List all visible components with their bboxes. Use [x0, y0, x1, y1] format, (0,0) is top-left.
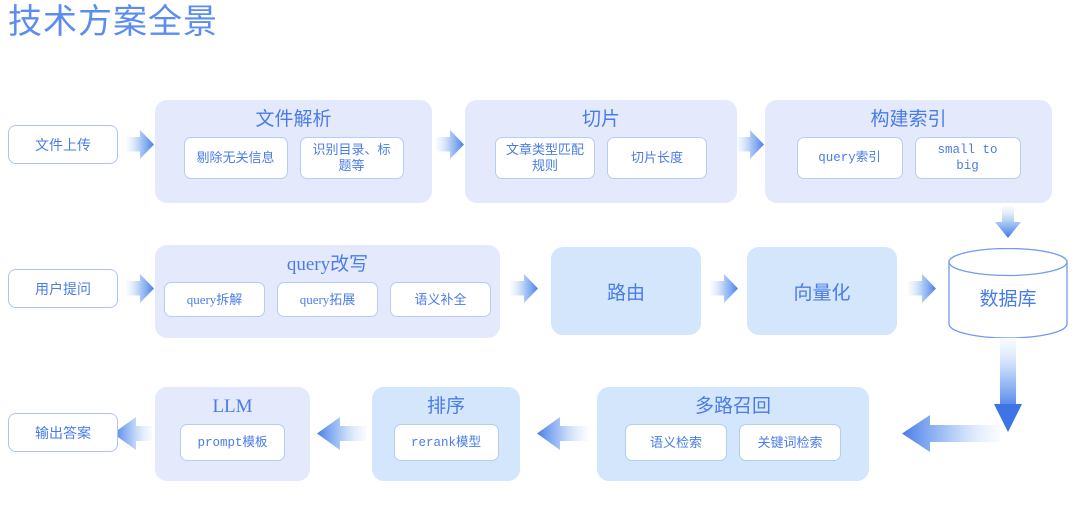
entry-user-question-label: 用户提问	[35, 282, 91, 298]
chip-query-expand[interactable]: query拓展	[277, 282, 378, 317]
arrow-chunk-to-index	[736, 130, 764, 159]
arrow-database-to-recall	[902, 338, 1022, 452]
chip-rerank-model[interactable]: rerank模型	[393, 424, 499, 461]
chip-small-to-big-label: small to big	[937, 143, 998, 173]
database-cylinder-shape	[948, 247, 1068, 339]
stage-build-index: 构建索引 query索引 small to big	[765, 100, 1052, 203]
entry-user-question[interactable]: 用户提问	[8, 269, 118, 308]
chip-query-expand-label: query拓展	[299, 291, 356, 307]
stage-build-index-chips: query索引 small to big	[796, 137, 1021, 179]
stage-query-rewrite: query改写 query拆解 query拓展 语义补全	[155, 245, 500, 338]
chip-rerank-model-label: rerank模型	[410, 435, 481, 450]
chip-query-index[interactable]: query索引	[796, 137, 903, 179]
stage-rank: 排序 rerank模型	[372, 387, 520, 481]
stage-vectorize: 向量化	[747, 247, 897, 335]
database-label: 数据库	[979, 289, 1037, 310]
database-cylinder: 数据库	[946, 247, 1070, 339]
stage-chunking-chips: 文章类型匹配规则 切片长度	[495, 137, 707, 179]
chip-semantic-completion[interactable]: 语义补全	[390, 282, 491, 317]
page-title: 技术方案全景	[8, 4, 218, 41]
arrow-parse-to-chunk	[436, 130, 464, 159]
arrow-vectorize-to-database	[908, 274, 936, 303]
exit-output-answer-label: 输出答案	[35, 426, 91, 442]
stage-rank-chips: rerank模型	[393, 424, 499, 461]
stage-multi-recall: 多路召回 语义检索 关键词检索	[597, 387, 869, 481]
arrow-index-to-database	[995, 206, 1021, 238]
chip-keyword-retrieval-label: 关键词检索	[757, 434, 823, 450]
stage-multi-recall-chips: 语义检索 关键词检索	[625, 424, 841, 461]
entry-file-upload-label: 文件上传	[35, 138, 91, 154]
exit-output-answer[interactable]: 输出答案	[8, 413, 118, 452]
chip-article-type-rule-label: 文章类型匹配规则	[506, 142, 585, 173]
chip-semantic-retrieval[interactable]: 语义检索	[625, 424, 727, 461]
stage-build-index-title: 构建索引	[870, 109, 947, 130]
stage-routing-label: 路由	[606, 282, 645, 304]
arrow-route-to-vectorize	[710, 274, 738, 303]
stage-routing: 路由	[551, 247, 701, 335]
chip-chunk-length[interactable]: 切片长度	[607, 137, 707, 179]
chip-article-type-rule[interactable]: 文章类型匹配规则	[495, 137, 595, 179]
stage-rank-title: 排序	[426, 396, 465, 417]
arrow-rewrite-to-route	[510, 274, 538, 303]
chip-query-decompose-label: query拆解	[186, 291, 243, 307]
stage-llm: LLM prompt模板	[155, 387, 310, 481]
chip-identify-toc-heading[interactable]: 识别目录、标题等	[299, 137, 404, 179]
arrow-llm-to-output	[113, 417, 152, 450]
arrow-question-to-rewrite	[126, 274, 154, 303]
chip-keyword-retrieval[interactable]: 关键词检索	[739, 424, 841, 461]
stage-multi-recall-title: 多路召回	[694, 396, 771, 417]
stage-query-rewrite-chips: query拆解 query拓展 语义补全	[164, 282, 491, 317]
chip-remove-irrelevant[interactable]: 剔除无关信息	[183, 137, 288, 179]
chip-semantic-retrieval-label: 语义检索	[649, 434, 702, 450]
chip-chunk-length-label: 切片长度	[630, 150, 683, 165]
stage-file-parse-title: 文件解析	[255, 109, 332, 130]
stage-vectorize-label: 向量化	[793, 282, 851, 304]
stage-llm-title: LLM	[212, 396, 253, 417]
stage-chunking: 切片 文章类型匹配规则 切片长度	[465, 100, 737, 203]
chip-small-to-big[interactable]: small to big	[914, 137, 1021, 179]
chip-identify-toc-heading-label: 识别目录、标题等	[312, 142, 391, 173]
chip-prompt-template-label: prompt模板	[197, 435, 268, 450]
chip-semantic-completion-label: 语义补全	[414, 291, 467, 307]
stage-file-parse-chips: 剔除无关信息 识别目录、标题等	[183, 137, 404, 179]
chip-prompt-template[interactable]: prompt模板	[180, 424, 285, 461]
arrow-rank-to-llm	[317, 417, 366, 450]
stage-query-rewrite-title: query改写	[286, 254, 369, 275]
arrow-upload-to-parse	[126, 130, 154, 159]
stage-chunking-title: 切片	[581, 109, 620, 130]
entry-file-upload[interactable]: 文件上传	[8, 125, 118, 164]
stage-file-parse: 文件解析 剔除无关信息 识别目录、标题等	[155, 100, 432, 203]
chip-remove-irrelevant-label: 剔除无关信息	[196, 150, 275, 165]
stage-llm-chips: prompt模板	[180, 424, 285, 461]
arrow-recall-to-rank	[537, 417, 588, 450]
chip-query-decompose[interactable]: query拆解	[164, 282, 265, 317]
chip-query-index-label: query索引	[818, 151, 881, 165]
